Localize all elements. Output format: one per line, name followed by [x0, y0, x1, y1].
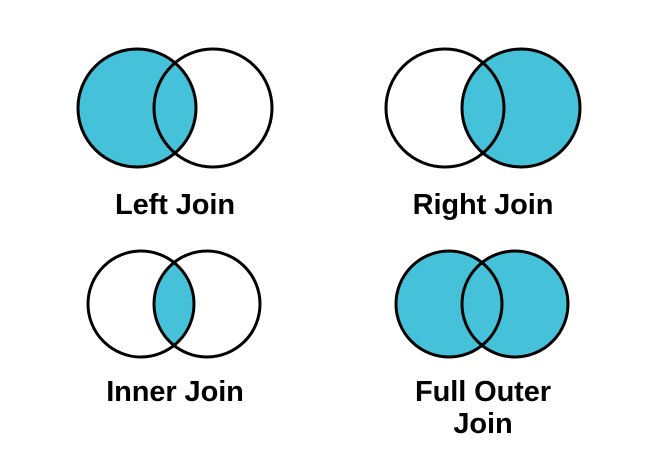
left-circle-outline — [394, 249, 504, 359]
overlap-region — [462, 49, 504, 167]
right-circle-outline — [152, 47, 274, 169]
left-circle-outline — [86, 249, 196, 359]
left-circle-outline — [384, 47, 506, 169]
right-circle-outline — [152, 249, 262, 359]
overlap-region — [154, 49, 196, 167]
venn-label-right-join: Right Join — [412, 189, 554, 221]
venn-label-left-join: Left Join — [115, 189, 235, 221]
right-circle-fill — [462, 251, 568, 357]
venn-cell-right-join: Right Join — [360, 44, 606, 221]
venn-cell-left-join: Left Join — [55, 44, 295, 221]
venn-figure-inner-join — [86, 249, 262, 359]
venn-label-inner-join: Inner Join — [106, 376, 244, 408]
venn-figure-left-join — [76, 47, 274, 169]
overlap-region — [154, 251, 194, 357]
right-circle-outline — [460, 249, 570, 359]
left-circle-outline — [76, 47, 198, 169]
venn-figure-right-join — [384, 47, 582, 169]
venn-figure-full-outer-join — [394, 249, 570, 359]
right-circle-outline — [460, 47, 582, 169]
venn-cell-inner-join: Inner Join — [55, 246, 295, 408]
venn-label-full-outer-join: Full Outer Join — [415, 376, 551, 441]
venn-cell-full-outer-join: Full Outer Join — [360, 246, 606, 441]
